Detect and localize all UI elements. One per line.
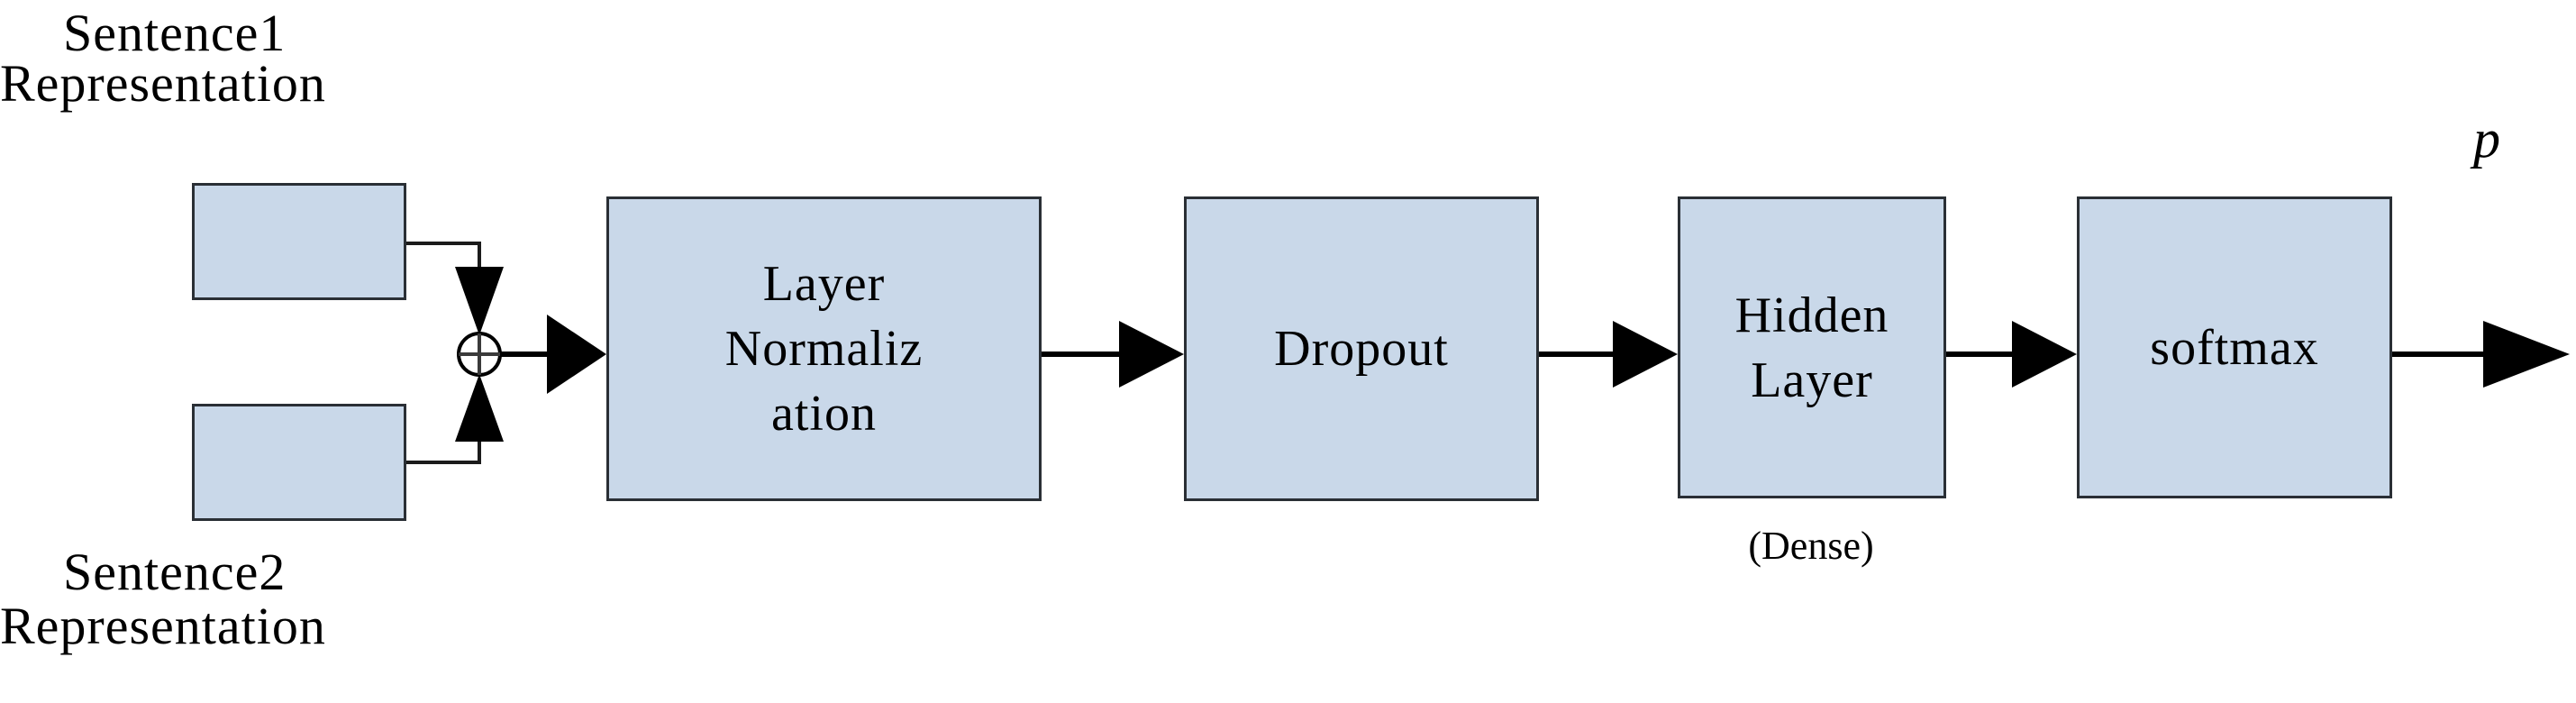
layer-normalization-label-line2: Normaliz [724,321,924,377]
sentence2-representation-box[interactable] [192,404,406,521]
sentence2-caption-line2: Representation [0,597,326,655]
layer-normalization-label-line3: ation [771,386,877,442]
arrowhead-into-dropout [1119,321,1184,388]
layer-normalization-box[interactable]: Layer Normaliz ation [606,196,1042,501]
arrowhead-into-hidden-layer [1613,321,1678,388]
dropout-box[interactable]: Dropout [1184,196,1539,501]
sentence1-caption-line2: Representation [0,54,326,113]
arrowhead-into-softmax [2012,321,2077,388]
layer-normalization-label-line1: Layer [762,256,886,312]
arrowhead-sentence1-into-operator [455,267,504,335]
hidden-layer-label-line1: Hidden [1734,287,1889,343]
hidden-layer-box[interactable]: Hidden Layer [1678,196,1946,498]
dropout-label: Dropout [1274,321,1449,377]
softmax-label: softmax [2150,319,2319,376]
circle-plus-operator[interactable] [457,332,502,377]
wire-sentence2-to-operator [406,438,481,464]
arrowhead-into-layernorm [547,315,606,394]
output-probability-symbol: p [2473,109,2500,169]
sentence1-representation-box[interactable] [192,183,406,300]
hidden-layer-label-line2: Layer [1751,352,1873,408]
sentence2-caption-line1: Sentence2 [63,543,287,601]
hidden-layer-dense-annotation: (Dense) [1748,524,1874,568]
arrowhead-sentence2-into-operator [455,374,504,442]
sentence1-caption-line1: Sentence1 [63,4,287,62]
softmax-box[interactable]: softmax [2077,196,2392,498]
arrowhead-output [2483,321,2570,388]
wire-sentence1-to-operator [406,242,481,270]
